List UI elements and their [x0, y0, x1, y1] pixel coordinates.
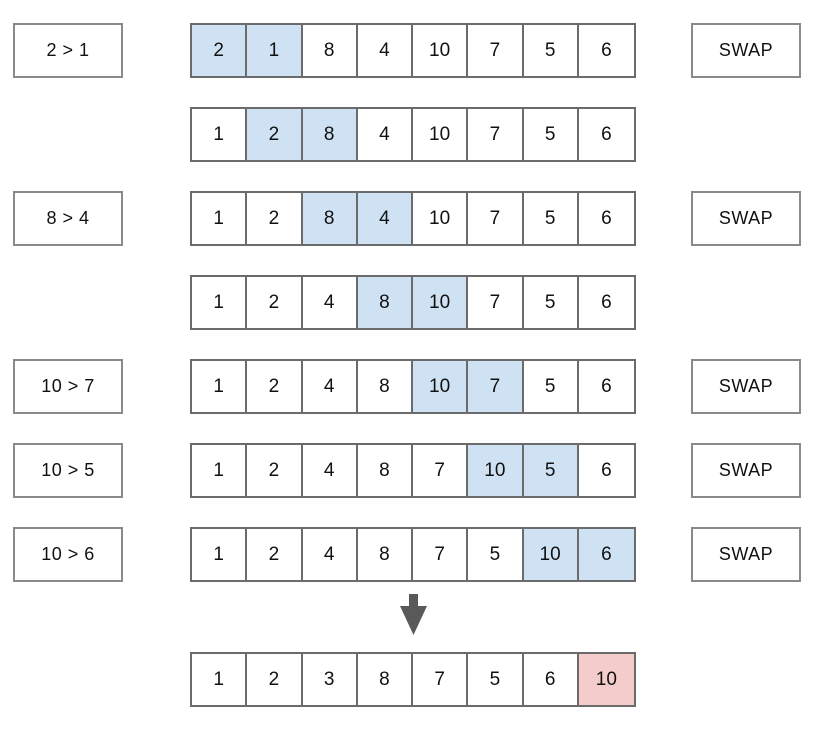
array-cell: 2	[247, 654, 303, 705]
array-cell: 5	[524, 277, 579, 328]
swap-badge: SWAP	[691, 443, 801, 498]
array-cell: 5	[523, 445, 579, 496]
array-cell: 4	[357, 193, 413, 244]
array-cell: 7	[468, 193, 524, 244]
array-cell: 8	[302, 193, 358, 244]
array-cell: 2	[247, 193, 303, 244]
down-arrow-icon	[400, 594, 427, 635]
array-cell: 7	[468, 277, 524, 328]
array-cell: 10	[413, 109, 469, 160]
array-cell: 1	[192, 109, 248, 160]
array-cell: 8	[358, 529, 413, 580]
array-cell: 1	[192, 445, 248, 496]
array-cell: 10	[413, 25, 469, 76]
array-cell: 7	[413, 529, 469, 580]
array-cell: 2	[247, 361, 303, 412]
array-cell: 1	[192, 193, 248, 244]
swap-badge: SWAP	[691, 191, 801, 246]
array-cell: 1	[192, 654, 248, 705]
array-cell: 5	[524, 361, 579, 412]
array-cell: 4	[303, 361, 358, 412]
array-cell: 8	[358, 654, 413, 705]
array-cell: 6	[601, 375, 612, 397]
array-cell: 8	[302, 109, 358, 160]
array-cell: 1	[192, 529, 248, 580]
array-cell: 6	[601, 459, 612, 481]
array-cell: 6	[601, 123, 612, 145]
comparison-label-box: 10 > 6	[13, 527, 123, 582]
array-cell: 7	[468, 361, 524, 412]
array-cell: 4	[358, 109, 413, 160]
swap-badge: SWAP	[691, 23, 801, 78]
array-cell: 4	[303, 277, 358, 328]
array-cell: 10	[578, 654, 634, 705]
array-cell: 1	[247, 25, 303, 76]
array-cell: 2	[247, 277, 303, 328]
array-cell: 6	[601, 207, 612, 229]
array-cell: 7	[468, 25, 524, 76]
comparison-label-box: 8 > 4	[13, 191, 123, 246]
array-cell: 10	[413, 277, 469, 328]
array-cell: 6	[578, 529, 634, 580]
array-cell: 7	[413, 654, 469, 705]
swap-badge: SWAP	[691, 527, 801, 582]
comparison-label-box: 10 > 5	[13, 443, 123, 498]
array-cell: 5	[524, 25, 579, 76]
array-cell: 4	[303, 529, 358, 580]
comparison-label-box: 10 > 7	[13, 359, 123, 414]
array-cell: 1	[192, 277, 248, 328]
array-cell: 10	[468, 445, 524, 496]
array-cell: 5	[524, 193, 579, 244]
array-cell: 2	[247, 109, 303, 160]
array-cell: 4	[303, 445, 358, 496]
array-cell: 2	[192, 25, 248, 76]
array-cell: 5	[468, 529, 524, 580]
array-cell: 6	[601, 291, 612, 313]
array-cell: 5	[468, 654, 524, 705]
array-cell: 8	[358, 445, 413, 496]
array-cell: 10	[413, 193, 469, 244]
array-cell: 10	[523, 529, 579, 580]
swap-badge: SWAP	[691, 359, 801, 414]
array-cell: 7	[468, 109, 524, 160]
array-cell: 8	[357, 277, 413, 328]
array-cell: 8	[358, 361, 413, 412]
array-cell: 5	[524, 109, 579, 160]
array-cell: 7	[413, 445, 469, 496]
array-cell: 8	[303, 25, 358, 76]
array-cell: 6	[601, 39, 612, 61]
array-cell: 3	[303, 654, 358, 705]
comparison-label-box: 2 > 1	[13, 23, 123, 78]
array-cell: 4	[358, 25, 413, 76]
array-cell: 2	[247, 529, 303, 580]
array-cell: 1	[192, 361, 248, 412]
array-cell: 6	[524, 654, 579, 705]
array-cell: 2	[247, 445, 303, 496]
array-cell: 10	[413, 361, 469, 412]
